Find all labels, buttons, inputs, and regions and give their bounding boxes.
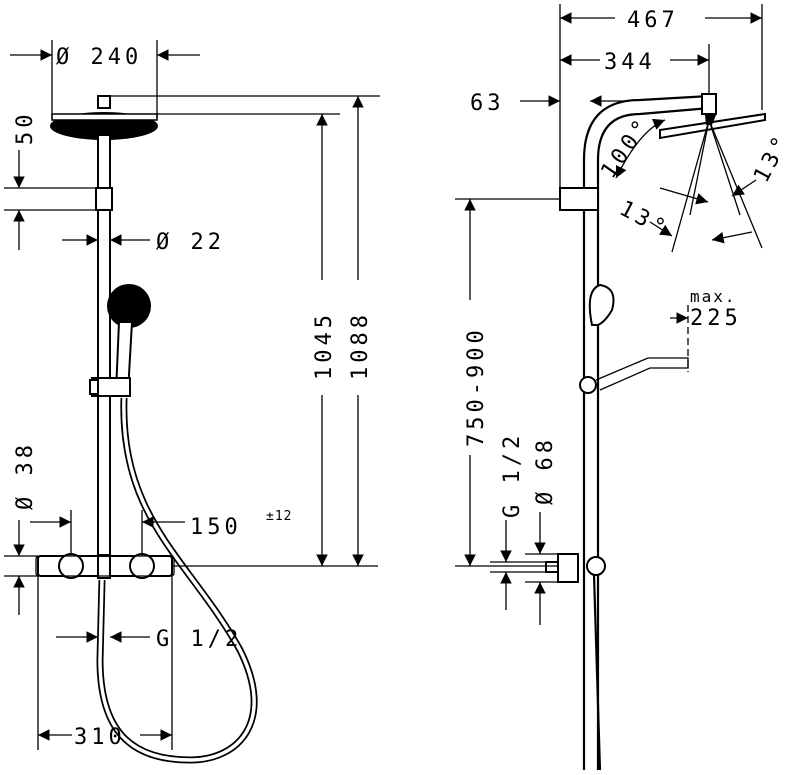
side-shower-head bbox=[659, 93, 766, 140]
label-angle-tilt-left: 13° bbox=[615, 196, 672, 242]
label-projection-total: 467 bbox=[627, 8, 679, 33]
dim-total-height: 1045 1088 bbox=[104, 95, 380, 567]
label-pipe-diameter: Ø 22 bbox=[156, 230, 225, 255]
label-connection-thread: G 1/2 bbox=[156, 627, 242, 652]
label-head-height: 50 bbox=[13, 111, 38, 146]
dim-connection-diameter: Ø 68 bbox=[525, 436, 558, 625]
label-mixer-offset: 150 bbox=[190, 515, 242, 540]
hand-shower bbox=[89, 284, 151, 397]
label-max: max. bbox=[690, 287, 737, 306]
dim-pipe-diameter: Ø 22 bbox=[62, 230, 225, 255]
dim-mixer-offset: 150 ±12 bbox=[30, 509, 292, 556]
dim-side-connection-thread: G 1/2 bbox=[490, 432, 546, 610]
label-angle-tilt-right: 13° bbox=[749, 129, 795, 186]
dim-angles: 100° 13° 13° bbox=[596, 113, 796, 253]
label-mixer-diameter: Ø 38 bbox=[13, 441, 38, 510]
side-view: max. 225 467 344 63 bbox=[455, 4, 796, 771]
dim-width: 310 bbox=[37, 576, 173, 750]
dim-projection-arm: 344 bbox=[560, 44, 710, 94]
dim-head-diameter: Ø 240 bbox=[10, 40, 200, 118]
side-hand-shower-range: max. 225 bbox=[595, 287, 742, 391]
label-side-connection-thread: G 1/2 bbox=[500, 432, 525, 518]
side-riser-pipe bbox=[559, 94, 711, 770]
dim-connection-thread: G 1/2 bbox=[56, 627, 242, 652]
front-view: Ø 240 50 Ø 22 1045 1088 bbox=[4, 40, 380, 764]
shower-hose bbox=[96, 397, 258, 764]
label-height-outer: 1088 bbox=[348, 311, 373, 380]
overhead-shower-head bbox=[50, 95, 158, 140]
dim-height-range: 750-900 bbox=[455, 198, 560, 567]
side-hand-shower bbox=[579, 283, 615, 394]
label-arm-offset: 63 bbox=[470, 91, 505, 116]
label-connection-diameter: Ø 68 bbox=[533, 436, 558, 505]
dim-arm-offset: 63 bbox=[470, 91, 630, 116]
label-height-range: 750-900 bbox=[464, 326, 489, 447]
label-max-value: 225 bbox=[690, 306, 742, 331]
dim-mixer-diameter: Ø 38 bbox=[4, 441, 38, 615]
dim-head-height: 50 bbox=[4, 111, 98, 250]
label-angle-pivot: 100° bbox=[596, 113, 656, 184]
label-width: 310 bbox=[74, 725, 126, 750]
riser-pipe bbox=[95, 134, 113, 556]
label-height-inner: 1045 bbox=[312, 311, 337, 380]
thermostat-mixer bbox=[35, 553, 175, 579]
dim-projection-total: 467 bbox=[559, 4, 763, 190]
label-head-diameter: Ø 240 bbox=[56, 45, 142, 70]
side-mixer bbox=[545, 553, 606, 771]
label-projection-arm: 344 bbox=[604, 50, 656, 75]
label-mixer-offset-tolerance: ±12 bbox=[266, 509, 292, 524]
